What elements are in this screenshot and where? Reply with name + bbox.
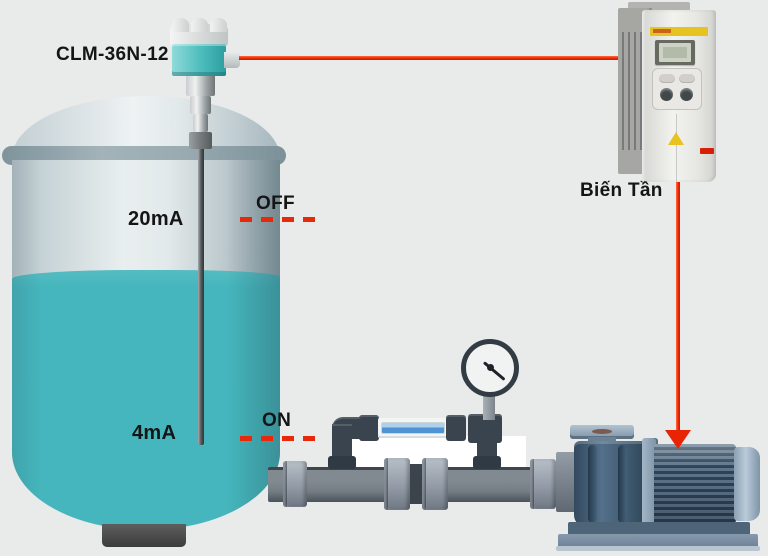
pump-base-edge: [556, 546, 760, 551]
control-arrow-head-icon: [665, 430, 691, 449]
low-level-dashed-line: [240, 436, 316, 441]
sensor-cable-connector: [224, 52, 240, 68]
flow-meter-sight-glass: [382, 423, 444, 433]
low-level-state-label: ON: [262, 410, 292, 431]
warning-triangle-icon: [668, 132, 684, 145]
variable-frequency-drive: [618, 2, 716, 182]
vfd-lcd-screen: [659, 43, 691, 62]
sensor-neck: [190, 96, 211, 114]
pipe-flange-left: [384, 458, 410, 510]
sensor-to-vfd-signal-wire: [239, 56, 625, 60]
pipe-coupling-pump-side: [530, 459, 556, 509]
vfd-brand-logo: [700, 148, 714, 154]
sensor-collar: [193, 114, 208, 132]
pressure-gauge-stem: [483, 396, 495, 420]
vfd-display: [655, 40, 695, 65]
low-level-current-label: 4mA: [132, 422, 177, 444]
level-sensor-head: [172, 44, 226, 76]
pump-base-lower: [558, 534, 758, 548]
vfd-brand-strip: [650, 27, 708, 36]
high-level-current-label: 20mA: [128, 208, 184, 230]
pipe-flange-right: [422, 458, 448, 510]
vfd-label: Biến Tần: [580, 180, 663, 201]
vfd-to-pump-control-wire: [676, 182, 680, 432]
heatsink-fins: [622, 32, 644, 150]
pump-outlet-flange: [570, 425, 634, 439]
keypad-stop-button: [660, 88, 673, 101]
keypad-start-button: [680, 88, 693, 101]
sensor-mount-nut: [189, 132, 212, 149]
vfd-cover-seam: [676, 114, 677, 182]
sensor-cap: [170, 18, 228, 46]
vfd-front-panel: [642, 10, 716, 182]
sensor-hex-nut: [186, 75, 215, 96]
high-level-dashed-line: [240, 217, 316, 222]
motor-sheen: [654, 444, 736, 524]
flow-meter-right-fitting: [446, 415, 466, 441]
pump-volute-casing: [574, 441, 648, 527]
sensor-probe-rod: [198, 149, 204, 445]
pump-motor: [654, 444, 736, 524]
keypad-up-button: [659, 74, 675, 83]
gauge-tee-foot: [473, 456, 501, 469]
pump-motor-end-cap: [734, 447, 760, 521]
pump-base-upper: [568, 522, 750, 537]
sensor-model-label: CLM-36N-12: [56, 44, 169, 65]
water: [12, 270, 280, 530]
keypad-down-button: [679, 74, 695, 83]
pipe-coupling: [283, 461, 307, 507]
high-level-state-label: OFF: [256, 193, 295, 214]
pressure-gauge: [461, 339, 519, 397]
flow-meter: [378, 418, 448, 438]
bypass-elbow-foot: [328, 456, 356, 469]
casing-rib: [588, 445, 597, 523]
flow-meter-left-fitting: [359, 415, 379, 441]
tank-pedestal: [102, 524, 186, 547]
casing-rib: [618, 445, 627, 523]
vfd-mounting-bracket: [628, 2, 690, 11]
vfd-keypad: [652, 68, 702, 110]
gauge-hub: [487, 364, 494, 371]
